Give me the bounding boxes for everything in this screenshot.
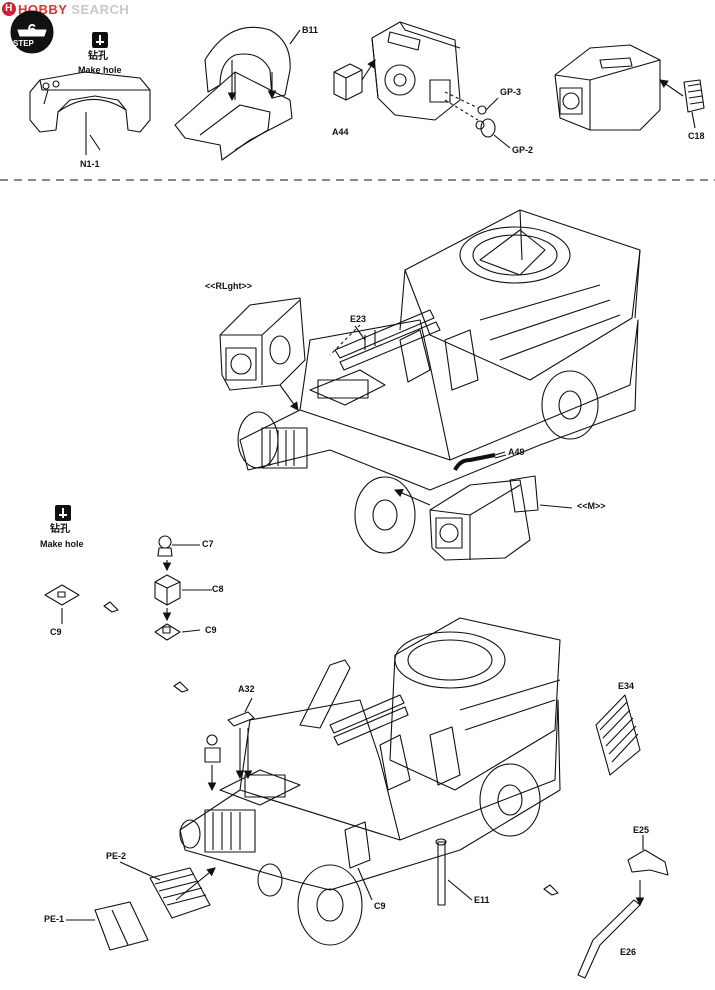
arrow-right-icon bbox=[103, 601, 119, 613]
inner-fender-b11-drawing bbox=[174, 26, 301, 161]
label-rlght: <<RLght>> bbox=[205, 281, 253, 291]
label-c18: C18 bbox=[688, 131, 705, 141]
label-e26: E26 bbox=[620, 947, 637, 957]
label-e11: E11 bbox=[474, 895, 490, 905]
label-e25: E25 bbox=[633, 825, 650, 835]
logo-icon: H bbox=[2, 2, 16, 16]
drill-icon-2 bbox=[55, 505, 71, 521]
label-e23: E23 bbox=[350, 314, 367, 324]
fender-n1-drawing bbox=[29, 71, 151, 155]
drill-note-english: Make hole bbox=[78, 65, 122, 75]
label-a44: A44 bbox=[332, 127, 349, 137]
label-m: <<M>> bbox=[577, 501, 606, 511]
label-n1-1: N1-1 bbox=[80, 159, 100, 169]
fender-assembly-c18-drawing bbox=[554, 44, 705, 131]
label-a49: A49 bbox=[508, 447, 525, 457]
label-c7: C7 bbox=[202, 539, 214, 549]
label-gp-2: GP-2 bbox=[512, 145, 534, 155]
step-word: STEP bbox=[13, 39, 34, 48]
vehicle-middle-drawing bbox=[219, 209, 641, 561]
label-c8: C8 bbox=[212, 584, 224, 594]
arrow-down-icon bbox=[173, 681, 189, 693]
step-badge-icon bbox=[10, 10, 54, 54]
drill-note-chinese-2: 钻孔 bbox=[50, 524, 70, 535]
arrow-small-icon bbox=[543, 884, 559, 896]
label-pe-2: PE-2 bbox=[106, 851, 127, 861]
label-gp-3: GP-3 bbox=[500, 87, 522, 97]
light-subassembly-drawing bbox=[44, 535, 189, 693]
label-c9-bottom: C9 bbox=[374, 901, 386, 911]
vehicle-bottom-drawing bbox=[94, 617, 669, 979]
label-pe-1: PE-1 bbox=[44, 914, 65, 924]
drill-icon bbox=[92, 32, 108, 48]
drill-note-english-2: Make hole bbox=[40, 539, 84, 549]
headlight-housing-a44-drawing bbox=[333, 21, 511, 149]
leader-lines bbox=[66, 134, 573, 921]
label-c9-a: C9 bbox=[50, 627, 62, 637]
label-c9-b: C9 bbox=[205, 625, 217, 635]
label-e34: E34 bbox=[618, 681, 635, 691]
watermark-brand-search: SEARCH bbox=[71, 2, 130, 17]
step-number: 6 bbox=[27, 22, 37, 39]
label-b11: B11 bbox=[302, 25, 319, 35]
label-a32: A32 bbox=[238, 684, 255, 694]
drill-note-chinese: 钻孔 bbox=[88, 51, 108, 62]
